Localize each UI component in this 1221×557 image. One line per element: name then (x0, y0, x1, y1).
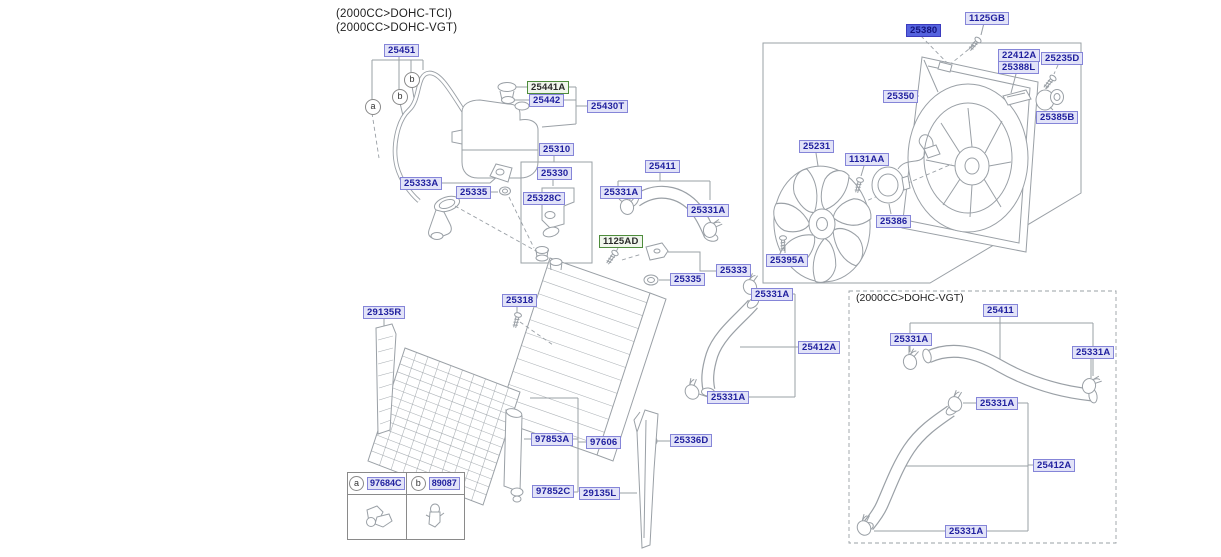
fan-blade-drawing (773, 152, 953, 283)
condenser-drawing (367, 347, 586, 506)
reservoir-tank-drawing (451, 82, 587, 179)
air-guard-left-drawing (617, 409, 659, 549)
part-label-29135L[interactable]: 29135L (579, 487, 621, 500)
part-label-25395A[interactable]: 25395A (766, 254, 809, 267)
part-label-25333[interactable]: 25333 (716, 264, 752, 277)
callout-letter-b: b (404, 72, 420, 88)
part-label-25336D[interactable]: 25336D (670, 434, 713, 447)
hose-bracket-drawing (604, 242, 717, 286)
part-label-25441A[interactable]: 25441A (527, 81, 570, 94)
part-label-25412A[interactable]: 25412A (1033, 459, 1076, 472)
screw-icon (510, 311, 523, 329)
legend-icons-row (348, 495, 464, 539)
legend-header-row: a 97684C b 89087 (348, 473, 464, 495)
engine-config-line1: (2000CC>DOHC-TCI) (336, 8, 453, 20)
part-label-25333A[interactable]: 25333A (400, 177, 443, 190)
radiator-drawing (496, 257, 670, 462)
part-label-97852C[interactable]: 97852C (532, 485, 575, 498)
part-label-25331A[interactable]: 25331A (976, 397, 1019, 410)
part-label-25430T[interactable]: 25430T (587, 100, 629, 113)
retainer-clip-icon (365, 505, 393, 528)
part-label-25350[interactable]: 25350 (883, 90, 919, 103)
screw-icon (604, 248, 620, 267)
part-label-25331A[interactable]: 25331A (687, 204, 730, 217)
engine-config-line2: (2000CC>DOHC-VGT) (336, 21, 458, 34)
fan-motor-drawing (871, 134, 941, 215)
screw-icon (1041, 73, 1058, 91)
fan-resistor-drawing (1002, 64, 1064, 111)
part-label-25442[interactable]: 25442 (529, 94, 565, 107)
part-label-25331A[interactable]: 25331A (751, 288, 794, 301)
part-label-25310[interactable]: 25310 (539, 143, 575, 156)
part-label-25386[interactable]: 25386 (876, 215, 912, 228)
part-label-25335[interactable]: 25335 (670, 273, 706, 286)
part-label-25331A[interactable]: 25331A (945, 525, 988, 538)
part-label-97853A[interactable]: 97853A (531, 433, 574, 446)
legend-icon-cell-a (348, 495, 407, 539)
part-label-1125AD[interactable]: 1125AD (599, 235, 643, 248)
part-label-25331A[interactable]: 25331A (1072, 346, 1115, 359)
part-label-25330[interactable]: 25330 (537, 167, 573, 180)
reservoir-hose-drawing (371, 57, 470, 240)
part-label-25231[interactable]: 25231 (799, 140, 835, 153)
legend-cell-a: a 97684C (348, 473, 407, 494)
legend-icon-cell-b (407, 495, 465, 539)
part-label-25412A[interactable]: 25412A (798, 341, 841, 354)
vgt-section-box (848, 290, 1117, 544)
part-label-25385B[interactable]: 25385B (1036, 111, 1079, 124)
callout-letter-b: b (392, 89, 408, 105)
engine-config-note: (2000CC>DOHC-TCI) (2000CC>DOHC-VGT) (336, 8, 457, 35)
part-label-25451[interactable]: 25451 (384, 44, 420, 57)
holder-clip-icon (426, 503, 445, 528)
screw-icon (966, 35, 983, 53)
part-label-89087[interactable]: 89087 (428, 477, 460, 490)
callout-letter-b: b (410, 476, 426, 491)
vgt-hoses-drawing (851, 316, 1104, 539)
radiator-mount-screw (510, 307, 554, 346)
callout-letter-a: a (365, 99, 381, 115)
legend-cell-b: b 89087 (407, 473, 465, 494)
part-label-25411[interactable]: 25411 (983, 304, 1018, 317)
part-label-25318[interactable]: 25318 (502, 294, 538, 307)
part-label-97606[interactable]: 97606 (586, 436, 622, 449)
fan-shroud-drawing (901, 22, 1039, 253)
legend-table: a 97684C b 89087 (347, 472, 465, 540)
vgt-section-title: (2000CC>DOHC-VGT) (856, 292, 964, 304)
part-label-29135R[interactable]: 29135R (363, 306, 406, 319)
part-label-25331A[interactable]: 25331A (600, 186, 643, 199)
callout-letter-a: a (348, 476, 364, 491)
part-label-25331A[interactable]: 25331A (890, 333, 933, 346)
part-label-1125GB[interactable]: 1125GB (965, 12, 1010, 25)
part-label-97684C[interactable]: 97684C (366, 477, 405, 490)
part-label-25328C[interactable]: 25328C (523, 192, 566, 205)
air-guard-right-drawing (375, 319, 397, 435)
clamp-icon (900, 347, 924, 372)
part-label-25235D[interactable]: 25235D (1041, 52, 1084, 65)
part-label-1131AA[interactable]: 1131AA (845, 153, 889, 166)
part-label-25411[interactable]: 25411 (645, 160, 680, 173)
part-label-25380[interactable]: 25380 (906, 24, 942, 37)
part-label-25388L[interactable]: 25388L (998, 61, 1040, 74)
part-label-25331A[interactable]: 25331A (707, 391, 750, 404)
part-label-25335[interactable]: 25335 (456, 186, 492, 199)
